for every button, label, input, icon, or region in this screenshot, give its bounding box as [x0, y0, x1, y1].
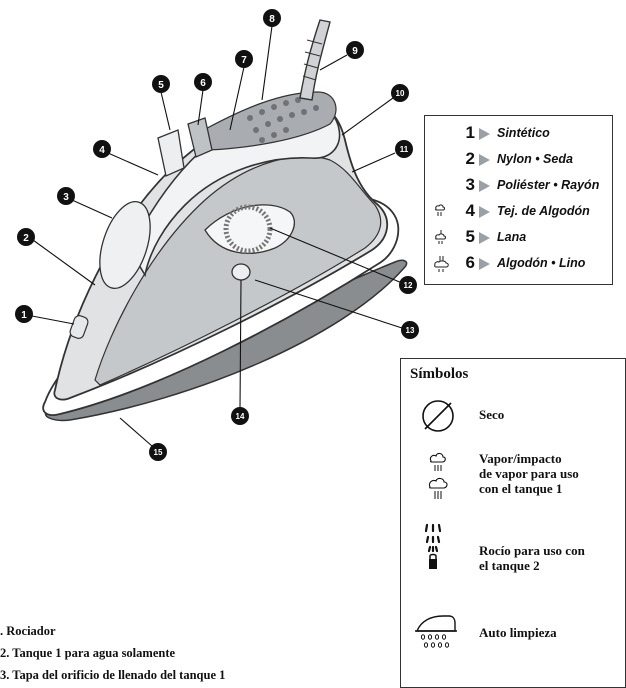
- svg-text:2: 2: [23, 233, 29, 244]
- arrow-icon: [479, 206, 490, 218]
- symbol-text-steam: Vapor/impacto de vapor para uso con el t…: [479, 451, 579, 496]
- fabric-label: Nylon • Seda: [497, 152, 573, 166]
- callout-5: 5: [152, 75, 170, 93]
- symbol-text-self-clean: Auto limpieza: [479, 625, 557, 640]
- callout-14: 14: [231, 407, 249, 425]
- svg-text:14: 14: [236, 412, 245, 421]
- fabric-row: 4 Tej. de Algodón: [425, 200, 612, 224]
- fabric-label: Sintético: [497, 126, 550, 140]
- steam-burst-icon: [428, 452, 448, 499]
- symbol-text-dry: Seco: [479, 407, 505, 422]
- steam-knob: [231, 263, 251, 281]
- svg-text:15: 15: [154, 448, 163, 457]
- svg-text:6: 6: [200, 78, 206, 89]
- water-tank-window: [99, 201, 151, 289]
- svg-text:1: 1: [21, 310, 27, 321]
- callout-7: 7: [235, 50, 253, 68]
- callout-3: 3: [57, 187, 75, 205]
- callout-12: 12: [399, 276, 417, 294]
- arrow-icon: [479, 128, 490, 140]
- svg-text:12: 12: [404, 281, 413, 290]
- legend-item: 2. Tanque 1 para agua solamente: [0, 646, 176, 660]
- arrow-icon: [479, 232, 490, 244]
- fabric-row: 5 Lana: [425, 226, 612, 250]
- callout-2: 2: [17, 228, 35, 246]
- fabric-number: 1: [465, 123, 475, 142]
- callout-10: 10: [391, 84, 409, 102]
- steam-small-icon: [435, 204, 445, 216]
- fabric-number: 4: [465, 201, 475, 220]
- fabric-settings-box: 1 Sintético 2 Nylon • Seda 3 Poliéster •…: [424, 115, 613, 285]
- fabric-row: 2 Nylon • Seda: [425, 148, 612, 172]
- fabric-number: 5: [465, 227, 475, 246]
- steam-medium-icon: [435, 230, 446, 244]
- shot-button: [187, 117, 213, 158]
- svg-text:10: 10: [396, 89, 405, 98]
- spray-button: [157, 129, 185, 177]
- fabric-label: Poliéster • Rayón: [497, 178, 600, 192]
- symbols-title: Símbolos: [410, 366, 469, 382]
- callout-13: 13: [401, 321, 419, 339]
- legend-item: 3. Tapa del orificio de llenado del tanq…: [0, 668, 226, 682]
- fabric-row: 1 Sintético: [425, 122, 612, 146]
- steam-large-icon: [434, 256, 449, 272]
- arrow-icon: [479, 180, 490, 192]
- legend-item: . Rociador: [0, 624, 56, 638]
- dial-ticks: [223, 204, 273, 254]
- svg-text:11: 11: [400, 145, 409, 154]
- callout-1: 1: [15, 305, 33, 323]
- svg-text:8: 8: [269, 14, 275, 25]
- fabric-row: 6 Algodón • Lino: [425, 252, 612, 276]
- fabric-number: 2: [465, 149, 475, 168]
- leader-lines: [31, 25, 403, 447]
- svg-text:7: 7: [241, 55, 247, 66]
- callout-4: 4: [93, 140, 111, 158]
- symbol-text-spray: Rocío para uso con el tanque 2: [479, 543, 585, 573]
- control-panel: [199, 91, 337, 151]
- svg-text:5: 5: [158, 80, 164, 91]
- arrow-icon: [479, 258, 490, 270]
- fabric-row: 3 Poliéster • Rayón: [425, 174, 612, 198]
- dry-icon: [422, 400, 454, 432]
- fabric-label: Lana: [497, 230, 527, 244]
- cord-guard-ribs: [302, 39, 323, 81]
- self-clean-icon: [415, 615, 457, 648]
- parts-legend: . Rociador 2. Tanque 1 para agua solamen…: [0, 620, 396, 686]
- fabric-label: Algodón • Lino: [497, 256, 586, 270]
- callout-8: 8: [263, 9, 281, 27]
- spray-nozzle: [69, 315, 89, 339]
- svg-text:9: 9: [352, 46, 358, 57]
- svg-text:3: 3: [63, 192, 69, 203]
- callout-9: 9: [346, 41, 364, 59]
- callouts: 1 2 3 4 5 6 7 8 9 10 11 12 13 14 15: [15, 9, 419, 461]
- power-cord: [299, 19, 331, 101]
- control-dots: [247, 97, 319, 143]
- callout-11: 11: [395, 140, 413, 158]
- callout-6: 6: [194, 73, 212, 91]
- fabric-number: 3: [465, 175, 475, 194]
- fabric-label: Tej. de Algodón: [497, 204, 590, 218]
- callout-15: 15: [149, 443, 167, 461]
- arrow-icon: [479, 154, 490, 166]
- spray-icon: [424, 523, 442, 569]
- svg-text:4: 4: [99, 145, 105, 156]
- svg-text:13: 13: [406, 326, 415, 335]
- symbols-box: Símbolos Seco Vapor/impacto de vapor par…: [400, 358, 626, 688]
- fabric-number: 6: [465, 253, 475, 272]
